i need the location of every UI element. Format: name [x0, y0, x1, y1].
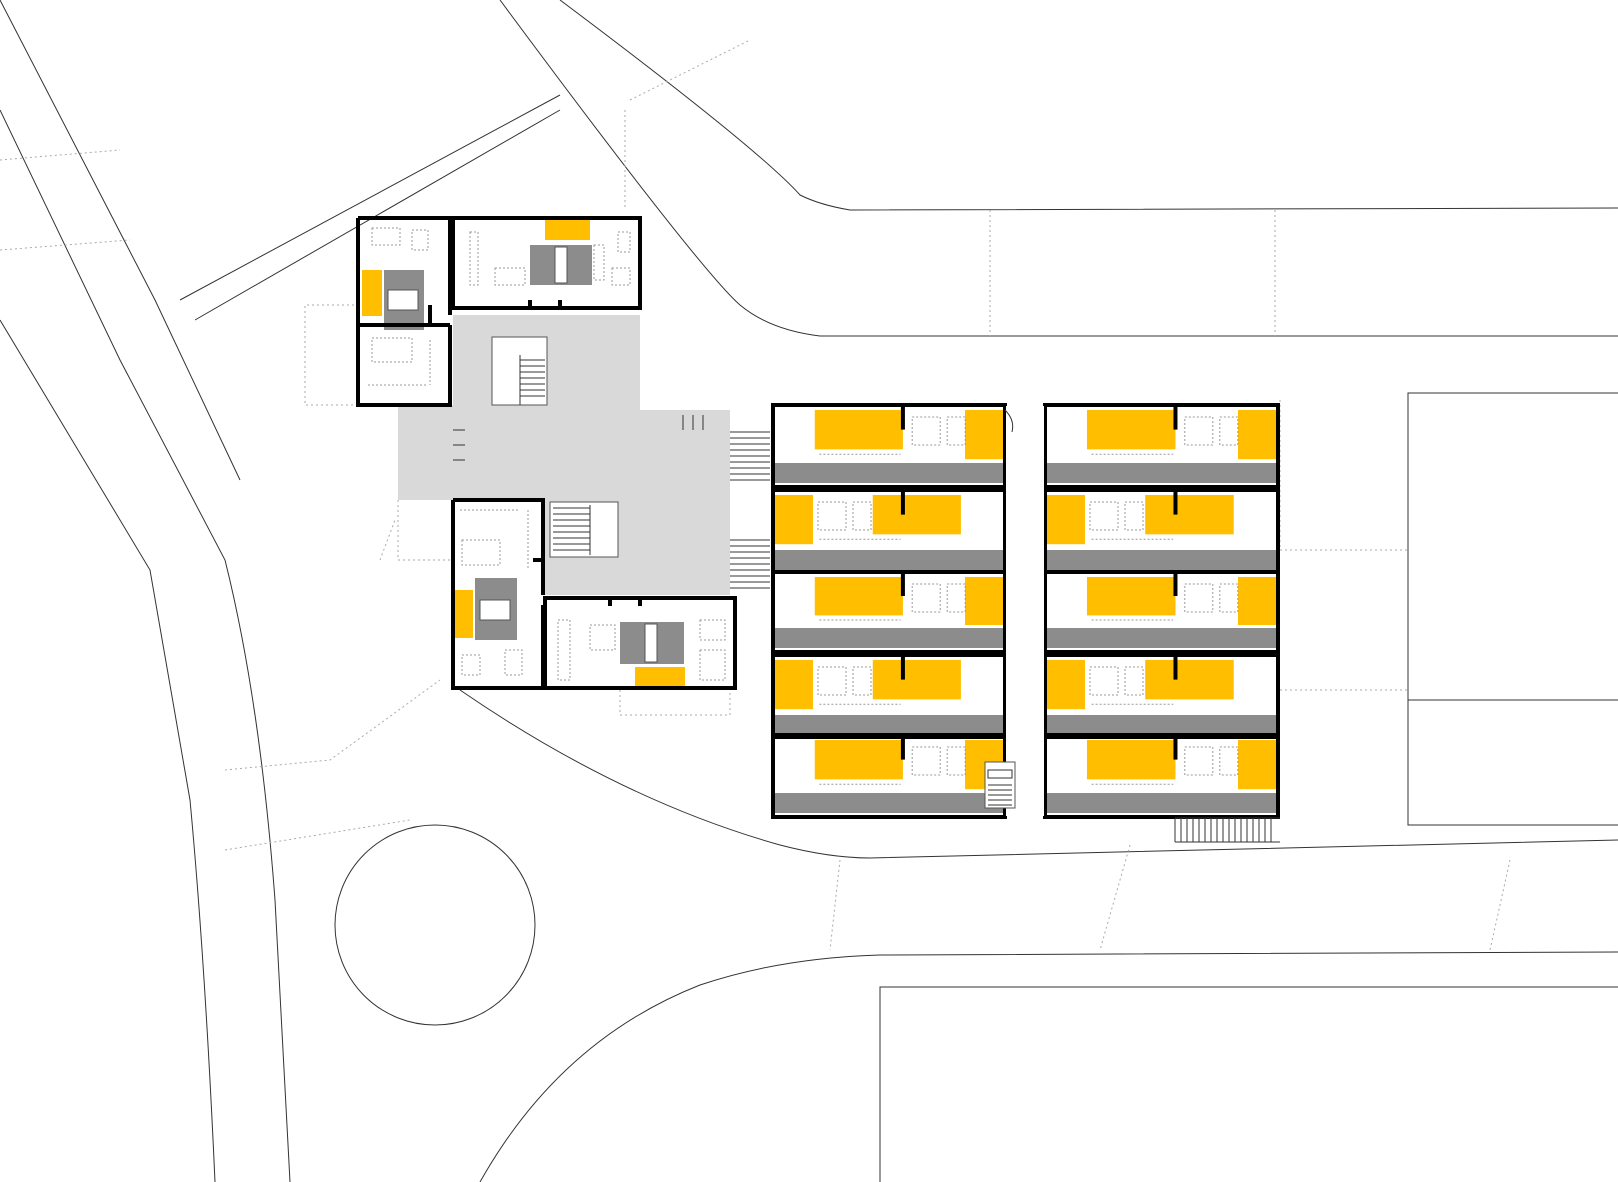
unit-r3-c2-table — [1184, 583, 1214, 613]
unit-r5-c2-living — [1086, 740, 1176, 780]
unit-b-furniture — [469, 231, 631, 286]
unit-r1-c1-balcony — [965, 410, 1003, 460]
unit-r4-c2-balcony — [1047, 660, 1085, 710]
unit-r3-c1-sofa — [946, 583, 966, 613]
unit-r3-c1-table — [911, 583, 941, 613]
unit-r2-c2-balcony — [1047, 495, 1085, 545]
street-edge-right — [1407, 700, 1618, 826]
corridor-stair-treads — [987, 769, 1013, 806]
diagonal-path — [179, 94, 561, 321]
stair-core-lower — [549, 501, 619, 558]
unit-r3-c2-sofa — [1219, 583, 1239, 613]
unit-r5-c1-service-strip — [773, 793, 1005, 813]
unit-d-bath — [644, 623, 658, 663]
hall-markings — [453, 415, 704, 461]
unit-r2-c2-living — [1145, 495, 1234, 535]
lot-lines-dotted — [0, 39, 1511, 951]
unit-r3-c2-balcony — [1238, 577, 1276, 625]
unit-r2-c2-table — [1089, 501, 1119, 531]
canopy-outline-bottom — [397, 500, 731, 716]
rear-steps — [1174, 817, 1280, 843]
unit-b — [451, 216, 642, 310]
unit-r2-c1-living — [872, 495, 961, 535]
unit-r5-c1-sofa — [946, 746, 966, 776]
unit-r1-c1-table — [911, 416, 941, 446]
road-edge-left-outer — [0, 109, 291, 1182]
corridor-door-arc — [1004, 409, 1014, 433]
unit-r2-c1-sofa — [852, 501, 872, 531]
right-block — [771, 403, 1280, 819]
unit-r5-c1-table — [911, 746, 941, 776]
unit-r3-c1-living — [814, 577, 903, 616]
unit-r2-c2-service-strip — [1045, 550, 1278, 570]
unit-r5-c1-living — [814, 740, 903, 780]
unit-r4-c1-living — [872, 660, 961, 700]
unit-r4-c2-table — [1089, 666, 1119, 696]
road-curve-upper — [499, 0, 1618, 337]
unit-r4-c2-living — [1145, 660, 1234, 700]
unit-d — [543, 596, 737, 690]
stair-treads-upper — [519, 355, 545, 405]
unit-c-bath — [479, 599, 511, 621]
unit-r5-c2-service-strip — [1045, 793, 1278, 813]
unit-b-balcony — [545, 220, 590, 240]
unit-c-furniture — [460, 509, 529, 676]
unit-a-walls — [356, 216, 452, 407]
unit-b-walls — [451, 216, 642, 310]
unit-r1-c1-service-strip — [773, 463, 1005, 483]
roundabout — [334, 824, 536, 1026]
unit-r4-c2-service-strip — [1045, 715, 1278, 735]
unit-a — [356, 216, 452, 407]
unit-r2-c1-service-strip — [773, 550, 1005, 570]
road-curve-top — [559, 0, 1618, 211]
unit-d-balcony — [635, 667, 685, 689]
corridor-floor — [1006, 406, 1044, 816]
unit-b-bath — [554, 246, 568, 284]
road-edge-left-inner — [0, 0, 241, 481]
unit-a-balcony — [362, 270, 382, 316]
unit-c-balcony — [453, 590, 473, 638]
unit-r1-c1-living — [814, 410, 903, 450]
unit-r3-c1-balcony — [965, 577, 1003, 625]
unit-r3-c2-service-strip — [1045, 628, 1278, 648]
unit-r1-c2-table — [1184, 416, 1214, 446]
unit-r3-c1-service-strip — [773, 628, 1005, 648]
unit-r4-c1-balcony — [775, 660, 813, 710]
unit-a-furniture — [368, 227, 431, 386]
unit-r1-c1-sofa — [946, 416, 966, 446]
unit-r2-c1-balcony — [775, 495, 813, 545]
unit-r5-c2-balcony — [1238, 740, 1276, 790]
unit-d-furniture — [557, 619, 726, 681]
unit-r4-c2-sofa — [1124, 666, 1144, 696]
plot-outline-bottom — [879, 986, 1618, 1182]
stair-treads-lower — [553, 505, 591, 555]
unit-r5-c2-table — [1184, 746, 1214, 776]
plot-outline-right — [1407, 392, 1618, 701]
road-edge-far-left — [0, 319, 216, 1182]
road-curve-lower — [459, 689, 1618, 859]
common-hall — [398, 315, 730, 595]
right-block-stair — [984, 409, 1280, 843]
entrance-steps — [730, 431, 770, 589]
unit-r3-c2-living — [1086, 577, 1176, 616]
unit-r1-c2-sofa — [1219, 416, 1239, 446]
left-complex — [304, 216, 770, 716]
unit-r4-c1-table — [817, 666, 847, 696]
unit-r5-c2-sofa — [1219, 746, 1239, 776]
unit-r4-c1-sofa — [852, 666, 872, 696]
unit-r4-c1-service-strip — [773, 715, 1005, 735]
unit-r1-c2-living — [1086, 410, 1176, 450]
unit-r1-c2-service-strip — [1045, 463, 1278, 483]
unit-r1-c2-balcony — [1238, 410, 1276, 460]
unit-a-bath — [387, 289, 419, 311]
unit-c — [451, 498, 545, 690]
canopy-outline-top — [304, 304, 398, 406]
road-curve-bottom — [479, 951, 1618, 1182]
unit-r2-c1-table — [817, 501, 847, 531]
unit-r2-c2-sofa — [1124, 501, 1144, 531]
unit-d-walls — [543, 596, 737, 690]
